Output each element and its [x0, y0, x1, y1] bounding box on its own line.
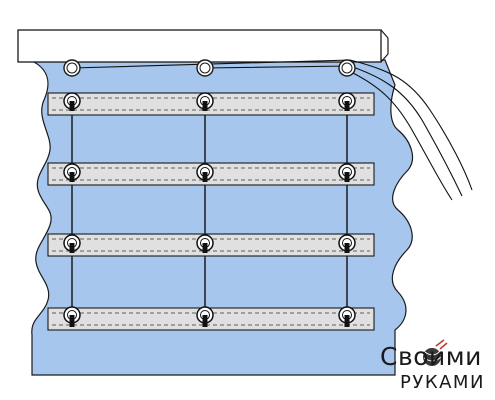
slat-ring	[63, 234, 81, 253]
slat-ring	[196, 92, 214, 111]
slat-ring	[338, 163, 356, 182]
slat-ring	[196, 163, 214, 182]
slat-ring	[196, 306, 214, 327]
slat-ring	[338, 306, 356, 327]
pull-cord	[346, 69, 453, 201]
pull-cord	[71, 59, 473, 191]
slat-ring	[338, 234, 356, 253]
site-logo: Своими РУКАМИ	[378, 342, 492, 398]
yarn-ball-icon	[423, 339, 448, 366]
slat-ring	[196, 234, 214, 253]
pull-cord	[204, 65, 463, 197]
top-rail-depth	[380, 29, 389, 39]
rail-ring	[338, 59, 356, 77]
top-rail-depth	[380, 53, 389, 63]
slat-ring	[63, 306, 81, 327]
slat-ring	[63, 92, 81, 111]
logo-line2: РУКАМИ	[400, 372, 485, 393]
slat-ring	[63, 163, 81, 182]
rail-ring	[63, 59, 81, 77]
logo-line1: Своими	[380, 342, 482, 371]
slat-ring	[338, 92, 356, 111]
blind-fabric	[29, 59, 413, 376]
top-rail	[17, 29, 382, 63]
rail-ring	[196, 59, 214, 77]
